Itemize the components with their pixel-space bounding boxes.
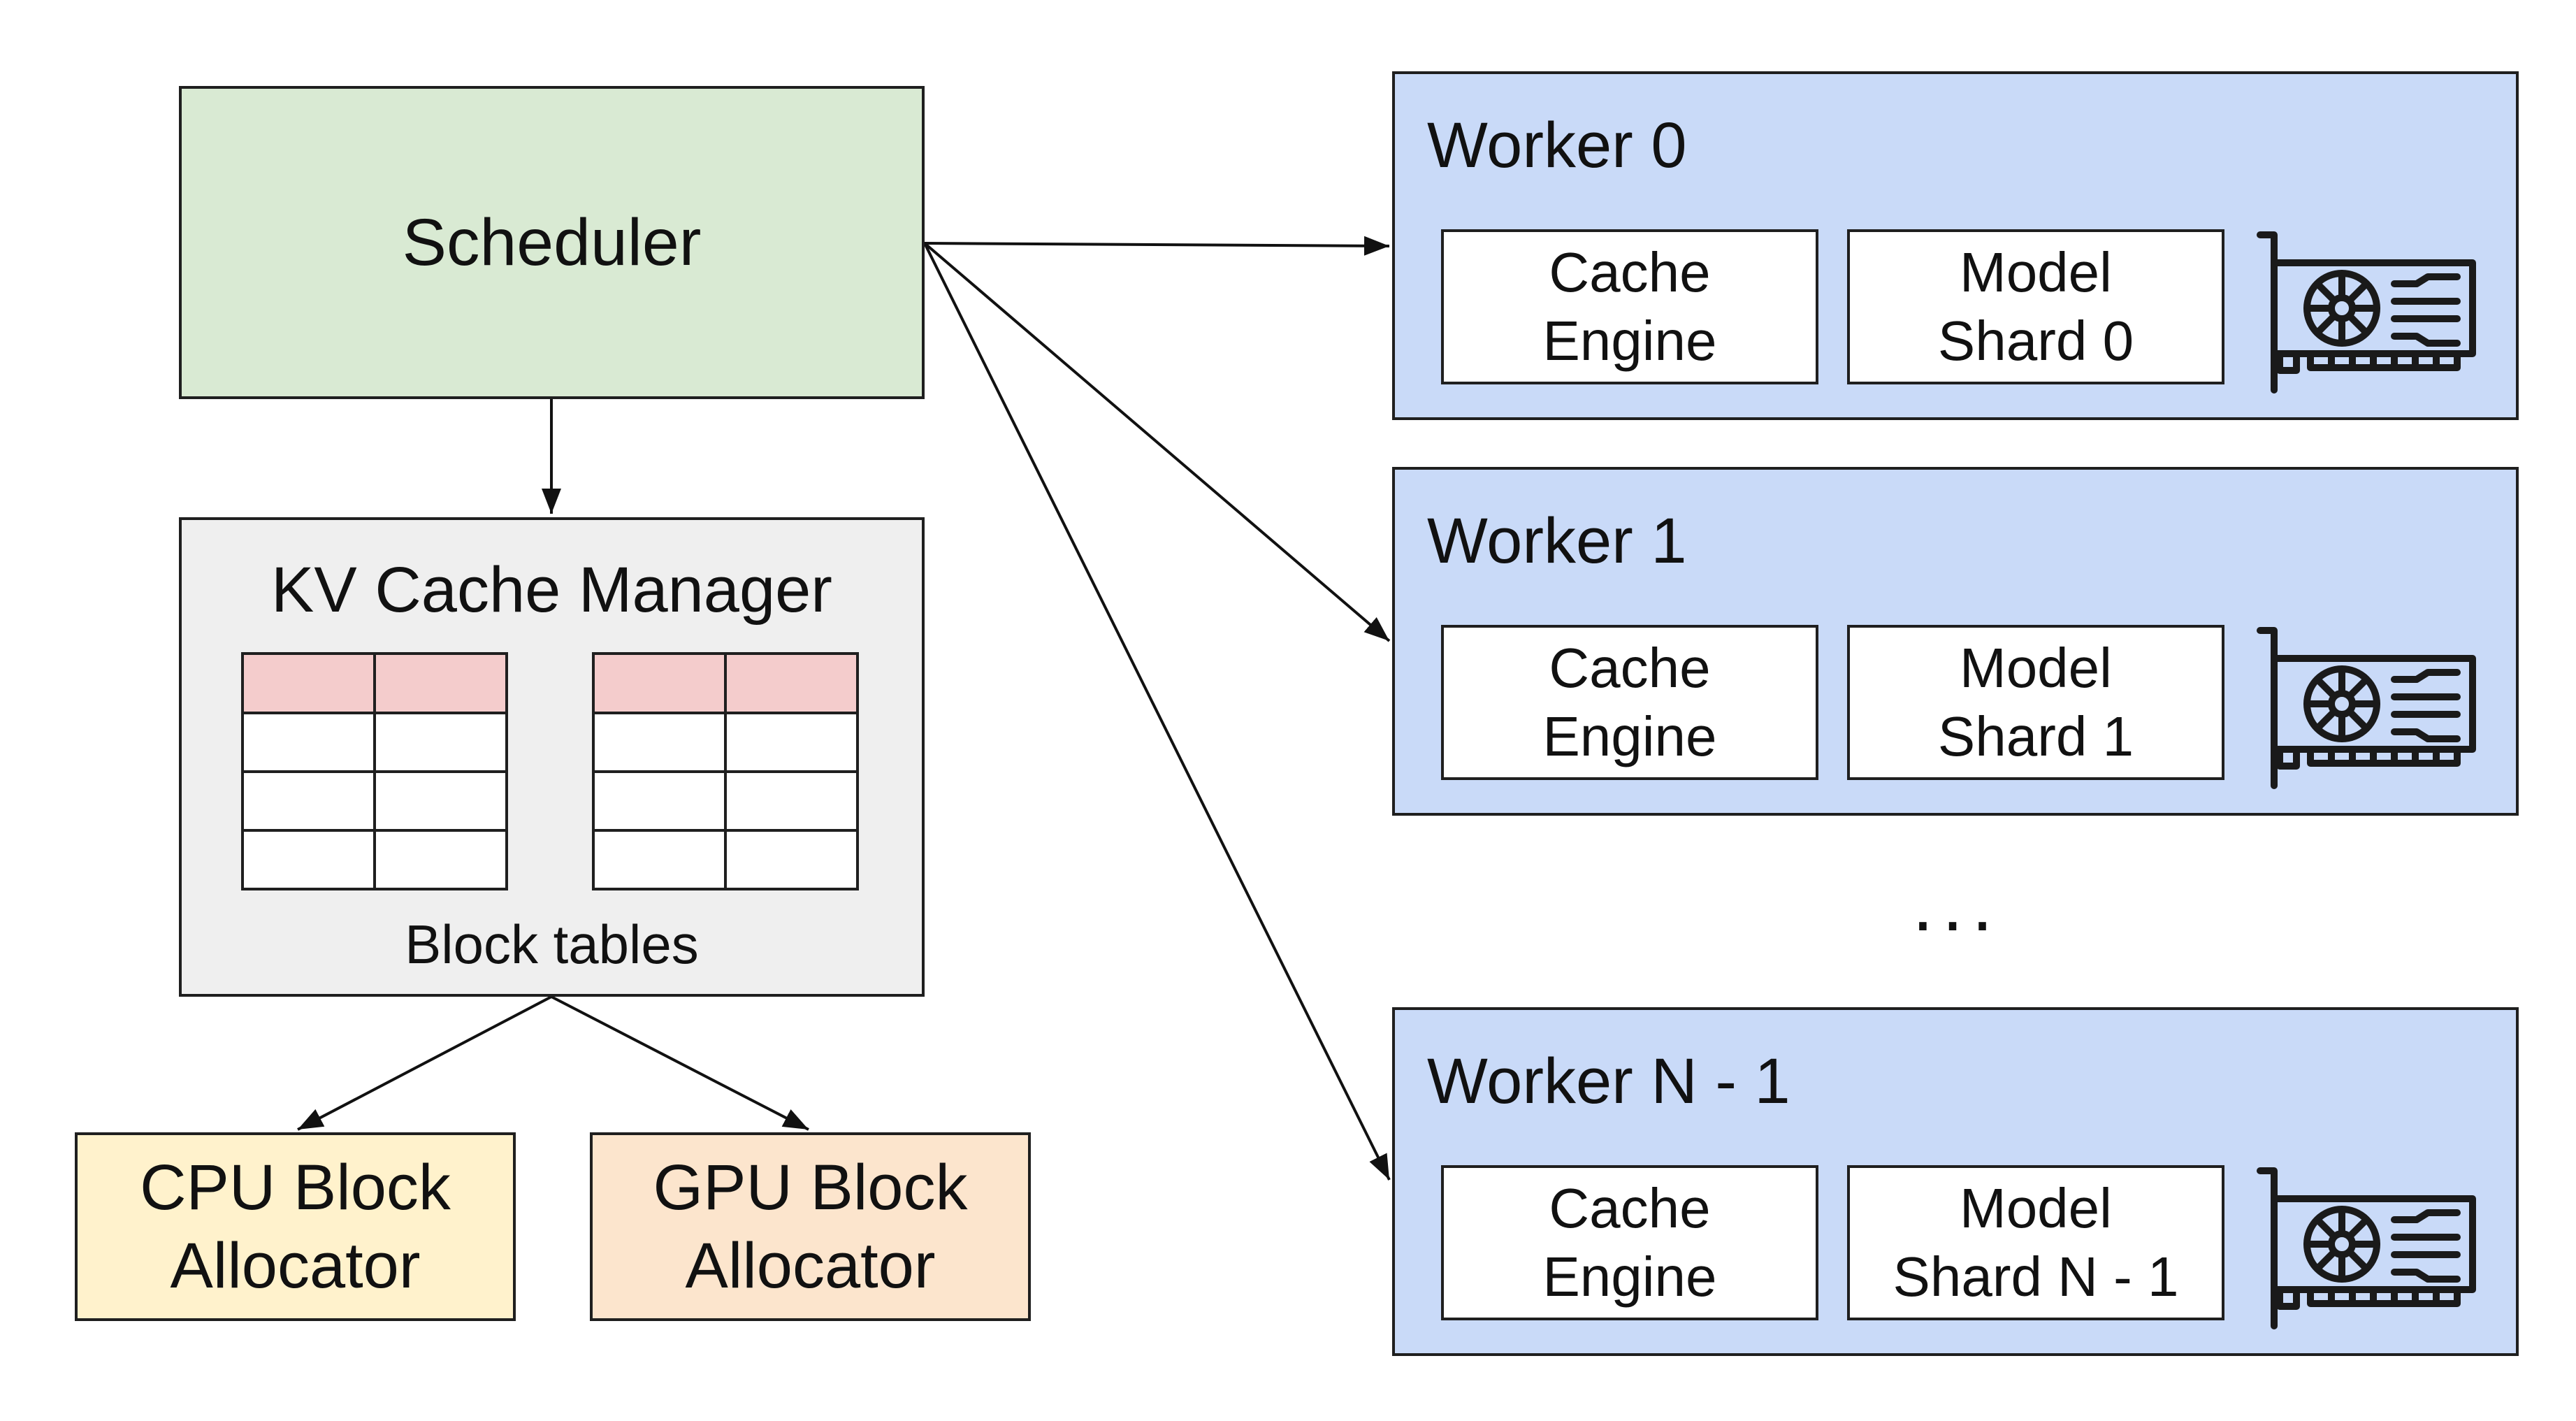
model-shard-line2: Shard 0 (1937, 310, 2134, 372)
model-shard-line1: Model (1960, 1177, 2112, 1240)
kv-cache-manager-box: KV Cache Manager Block tables (179, 517, 925, 997)
cpu-allocator-label-line2: Allocator (170, 1230, 421, 1301)
cache-engine-box: Cache Engine (1441, 229, 1818, 384)
cache-engine-box: Cache Engine (1441, 1165, 1818, 1320)
gpu-block-allocator-box: GPU Block Allocator (590, 1132, 1031, 1321)
model-shard-box: Model Shard 0 (1847, 229, 2224, 384)
cache-engine-line2: Engine (1542, 310, 1717, 372)
cache-engine-line2: Engine (1542, 1246, 1717, 1308)
block-table-left (241, 652, 508, 890)
worker-title: Worker 0 (1427, 110, 1687, 181)
cache-engine-line2: Engine (1542, 705, 1717, 767)
cpu-allocator-label-line1: CPU Block (140, 1151, 451, 1223)
worker-title: Worker 1 (1427, 505, 1687, 577)
arrow-scheduler-to-worker-0 (924, 236, 1390, 256)
model-shard-line1: Model (1960, 241, 2112, 304)
block-tables-label: Block tables (405, 914, 699, 975)
cache-engine-line1: Cache (1549, 637, 1711, 700)
gpu-allocator-label-line2: Allocator (685, 1230, 936, 1301)
worker-0-box: Worker 0 Cache Engine Model Shard 0 (1392, 71, 2519, 420)
model-shard-box: Model Shard N - 1 (1847, 1165, 2224, 1320)
gpu-card-icon (2257, 231, 2476, 394)
worker-n-1-box: Worker N - 1 Cache Engine Model Shard N … (1392, 1007, 2519, 1356)
block-table-right (592, 652, 859, 890)
cpu-block-allocator-box: CPU Block Allocator (75, 1132, 516, 1321)
arrow-scheduler-to-worker-n-1 (923, 243, 1391, 1181)
gpu-card-icon (2257, 1167, 2476, 1329)
worker-1-box: Worker 1 Cache Engine Model Shard 1 (1392, 467, 2519, 816)
gpu-card-icon (2257, 627, 2476, 789)
cache-engine-box: Cache Engine (1441, 625, 1818, 780)
kv-cache-manager-title: KV Cache Manager (271, 554, 832, 626)
arrow-kv-to-cpu-allocator (297, 995, 552, 1131)
model-shard-box: Model Shard 1 (1847, 625, 2224, 780)
cache-engine-line1: Cache (1549, 241, 1711, 304)
arrow-kv-to-gpu-allocator (551, 995, 809, 1131)
model-shard-line1: Model (1960, 637, 2112, 700)
scheduler-label: Scheduler (402, 205, 702, 280)
model-shard-line2: Shard N - 1 (1893, 1246, 2179, 1308)
worker-title: Worker N - 1 (1427, 1046, 1790, 1117)
arrow-scheduler-to-worker-1 (923, 242, 1391, 642)
cache-engine-line1: Cache (1549, 1177, 1711, 1240)
gpu-allocator-label-line1: GPU Block (653, 1151, 968, 1223)
workers-ellipsis: ... (1912, 861, 2002, 947)
model-shard-line2: Shard 1 (1937, 705, 2134, 767)
scheduler-box: Scheduler (179, 86, 925, 399)
